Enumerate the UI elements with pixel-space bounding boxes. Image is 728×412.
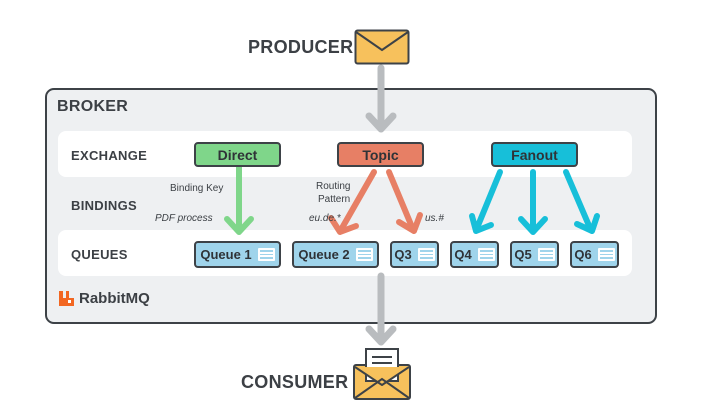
consumer-label: CONSUMER	[241, 372, 349, 392]
queue-list-icon	[417, 248, 435, 261]
bindings-row-label: BINDINGS	[71, 198, 137, 213]
queue-list-icon	[597, 248, 615, 261]
routing-pattern-2: us.#	[425, 213, 444, 224]
queues-row-label: QUEUES	[71, 247, 128, 262]
queue-1-label: Queue 1	[200, 247, 252, 262]
queue-4[interactable]: Q4	[450, 241, 499, 268]
routing-pattern-title-2: Pattern	[318, 194, 351, 205]
routing-pattern-title-1: Routing	[316, 181, 351, 192]
exchange-topic[interactable]: Topic	[337, 142, 424, 167]
routing-pattern-1: eu.de.*	[309, 213, 341, 224]
queue-list-icon	[355, 248, 373, 261]
binding-key-title: Binding Key	[170, 183, 224, 194]
queue-3-label: Q3	[394, 247, 412, 262]
queue-list-icon	[477, 248, 495, 261]
rabbitmq-logo-icon	[59, 291, 74, 306]
queue-list-icon	[257, 248, 275, 261]
queue-2[interactable]: Queue 2	[292, 241, 379, 268]
exchange-direct[interactable]: Direct	[194, 142, 281, 167]
queue-2-label: Queue 2	[298, 247, 350, 262]
queue-5-label: Q5	[514, 247, 532, 262]
exchange-direct-label: Direct	[217, 146, 258, 163]
binding-key-value: PDF process	[155, 213, 213, 224]
queue-5[interactable]: Q5	[510, 241, 559, 268]
broker-container	[45, 88, 657, 324]
queue-1[interactable]: Queue 1	[194, 241, 281, 268]
exchange-fanout[interactable]: Fanout	[491, 142, 578, 167]
queue-list-icon	[537, 248, 555, 261]
topic-binding-arrows	[328, 169, 423, 235]
exchange-topic-label: Topic	[362, 146, 399, 163]
producer-envelope-icon	[354, 29, 410, 65]
queue-6[interactable]: Q6	[570, 241, 619, 268]
brand-name: RabbitMQ	[79, 290, 150, 307]
exchange-fanout-label: Fanout	[511, 146, 558, 163]
consumer-envelope-icon	[353, 348, 411, 400]
fanout-binding-arrows	[469, 169, 600, 235]
direct-binding-arrow	[224, 164, 254, 235]
producer-flow-arrow	[365, 64, 397, 133]
queue-3[interactable]: Q3	[390, 241, 439, 268]
broker-label: BROKER	[57, 98, 129, 115]
consumer-flow-arrow	[365, 272, 397, 346]
queue-4-label: Q4	[454, 247, 472, 262]
exchange-row-label: EXCHANGE	[71, 148, 148, 163]
queue-6-label: Q6	[574, 247, 592, 262]
producer-label: PRODUCER	[248, 37, 354, 57]
